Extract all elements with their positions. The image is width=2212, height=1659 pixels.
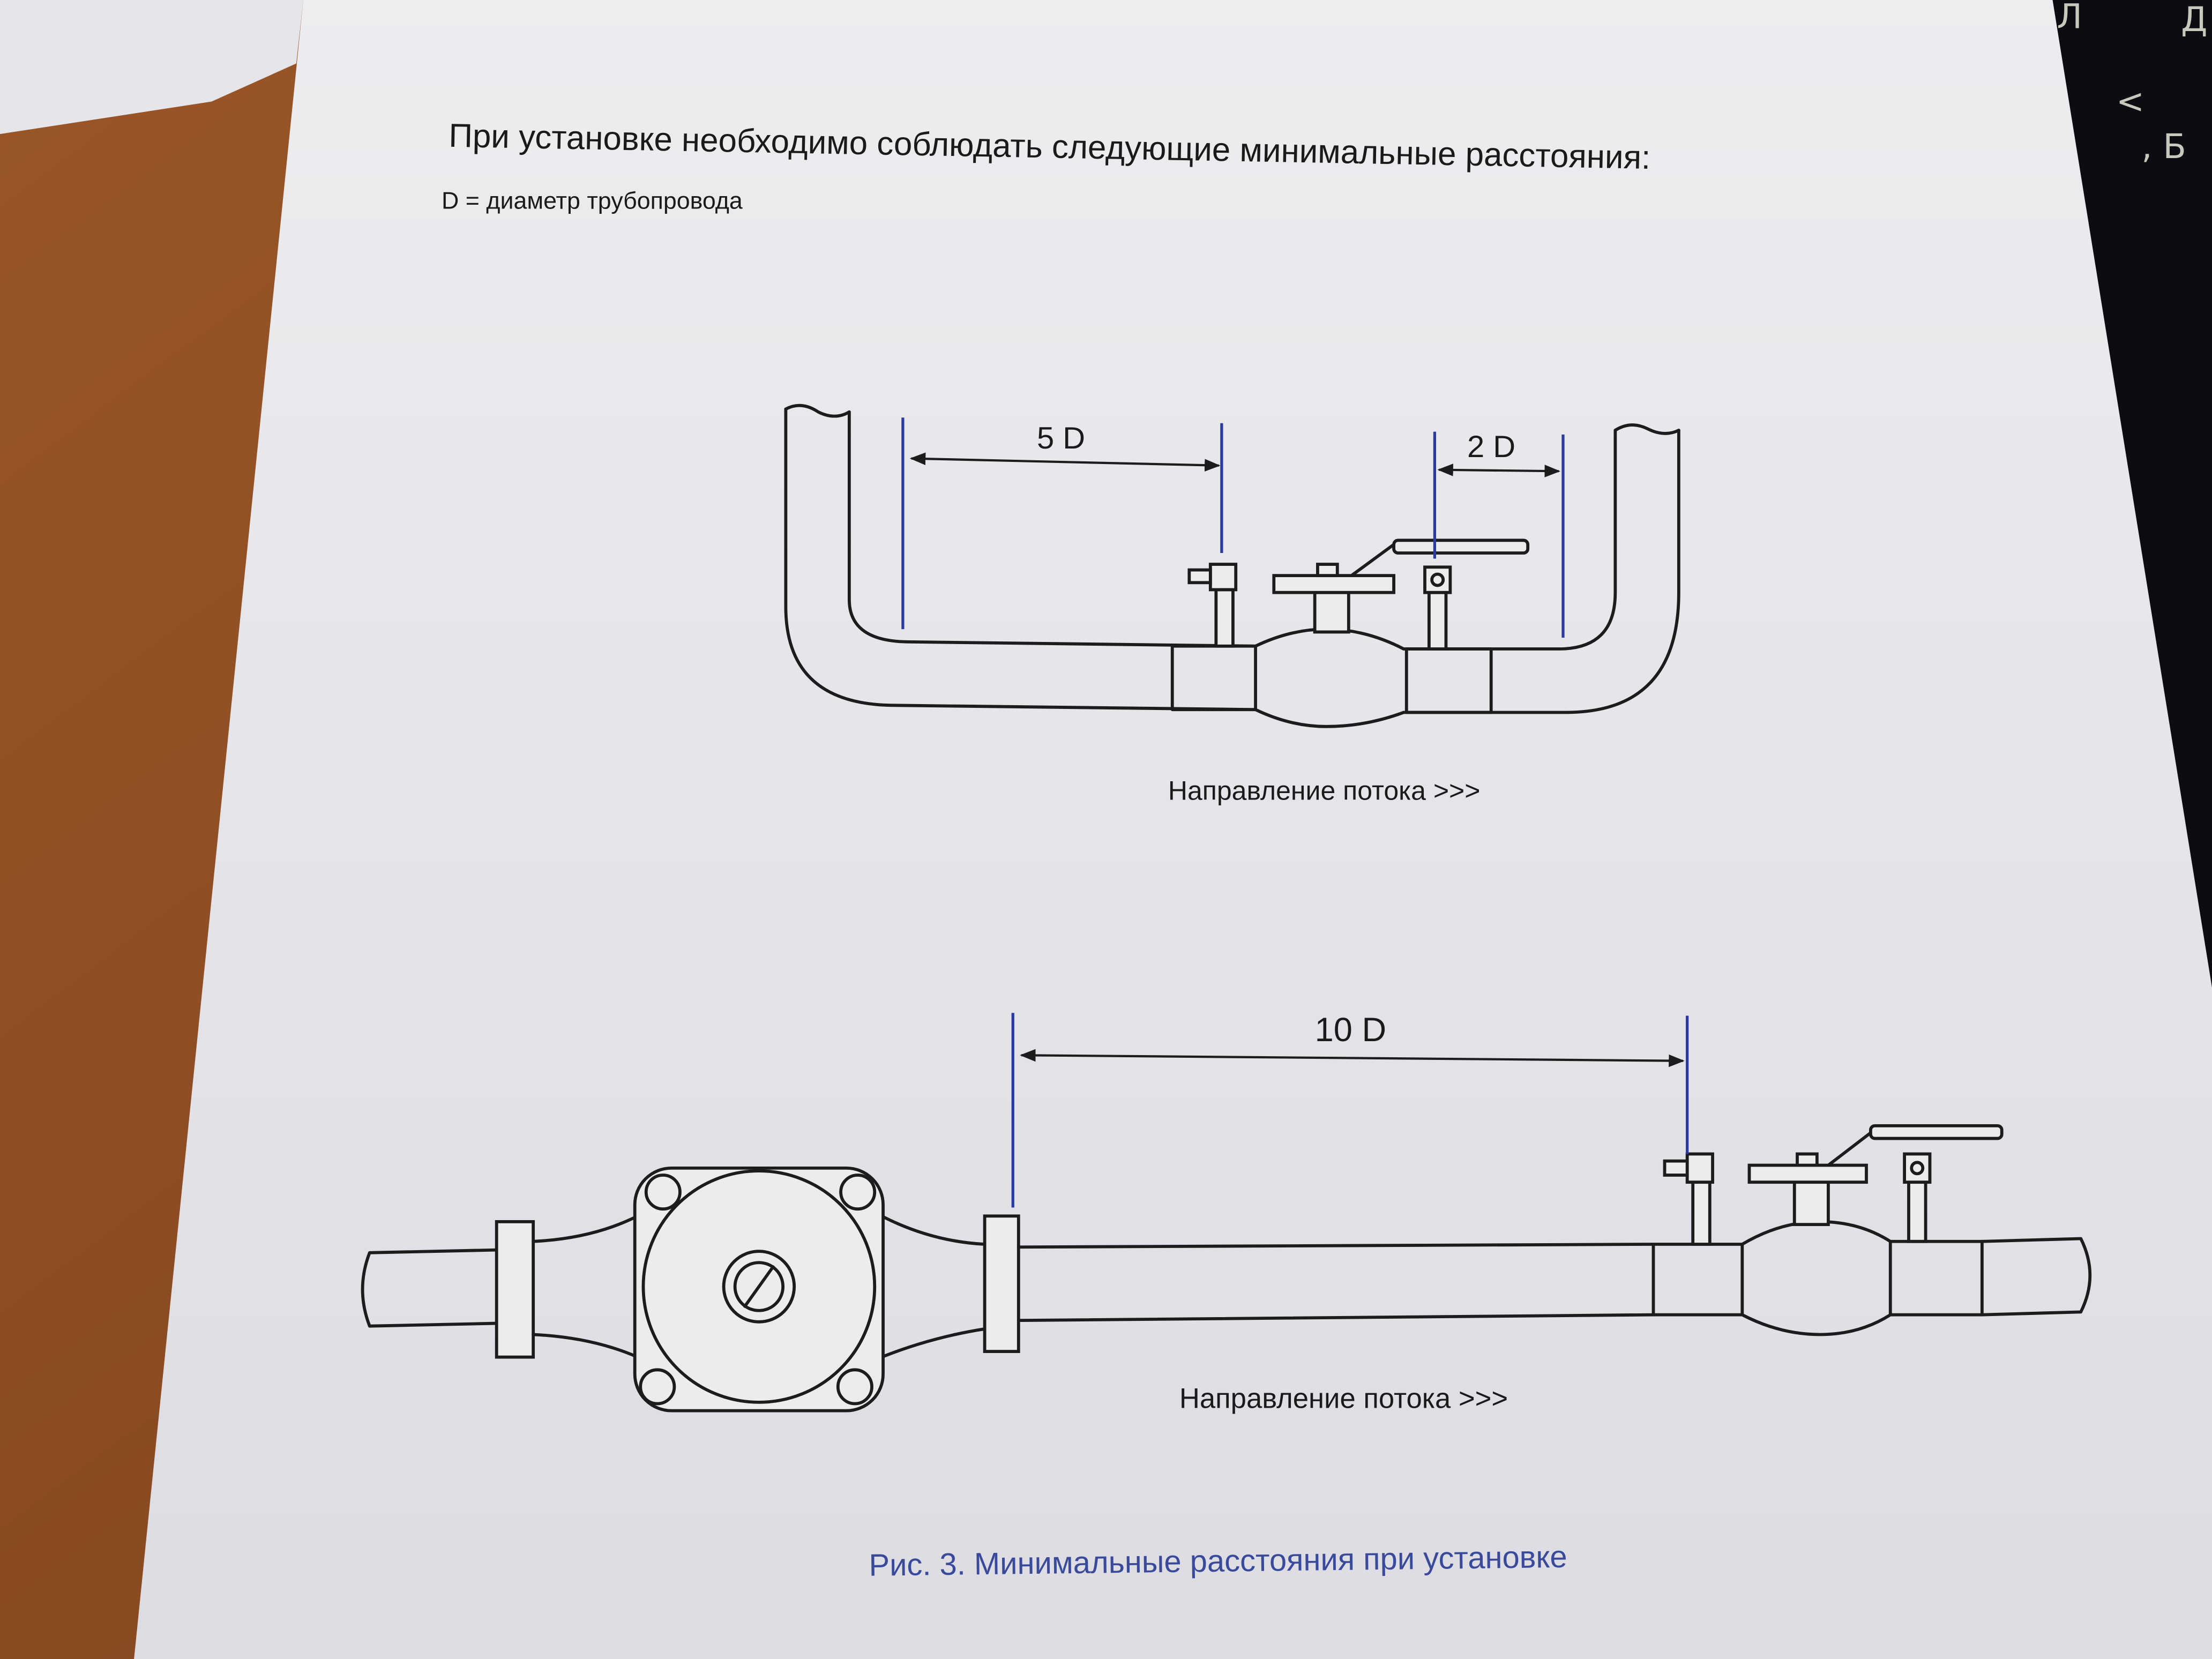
top-diagram: 5 D 2 D Направление потока >>> bbox=[784, 403, 1680, 806]
pressure-fitting bbox=[1427, 591, 1448, 651]
flow-label-bottom: Направление потока >>> bbox=[1179, 1382, 1508, 1414]
label-10d: 10 D bbox=[1315, 1011, 1386, 1049]
valve-handle bbox=[1827, 1131, 1872, 1167]
valve-handle bbox=[1350, 543, 1395, 578]
u-pipe-outer bbox=[784, 407, 1257, 712]
dimension-arrow-10d bbox=[1020, 1049, 1685, 1067]
legend-text: D = диаметр трубопровода bbox=[442, 188, 743, 214]
coupling bbox=[1888, 1239, 1984, 1317]
svg-text:<: < bbox=[2116, 81, 2144, 121]
main-pipe bbox=[1017, 1243, 1655, 1322]
meter-body bbox=[633, 1166, 885, 1413]
other-paper bbox=[0, 0, 304, 134]
bottom-diagram: 10 D Направление потока >>> bbox=[361, 1011, 2092, 1414]
inlet-pipe bbox=[361, 1248, 501, 1328]
u-pipe-inner bbox=[847, 410, 1257, 648]
label-5d: 5 D bbox=[1037, 421, 1085, 455]
paper-sheet bbox=[134, 0, 2212, 1659]
keyboard-keys: Л Д < , Б bbox=[2057, 0, 2207, 166]
sensor-fitting bbox=[1214, 588, 1235, 648]
meter-plug bbox=[722, 1250, 796, 1324]
flow-label-top: Направление потока >>> bbox=[1168, 776, 1481, 806]
coupling bbox=[1170, 644, 1257, 712]
coupling bbox=[1404, 647, 1493, 714]
label-2d: 2 D bbox=[1467, 430, 1515, 464]
pressure-fitting bbox=[1907, 1180, 1927, 1243]
flange bbox=[495, 1220, 535, 1359]
dimension-arrow-2d bbox=[1437, 464, 1561, 477]
dimension-arrow-5d bbox=[909, 452, 1221, 472]
figure-caption: Рис. 3. Минимальные расстояния при устан… bbox=[869, 1540, 1567, 1583]
svg-text:, Б: , Б bbox=[2141, 126, 2186, 166]
svg-text:Д: Д bbox=[2181, 0, 2207, 39]
sensor-fitting bbox=[1691, 1180, 1712, 1246]
svg-text:Л: Л bbox=[2057, 0, 2082, 36]
flange bbox=[983, 1214, 1020, 1353]
